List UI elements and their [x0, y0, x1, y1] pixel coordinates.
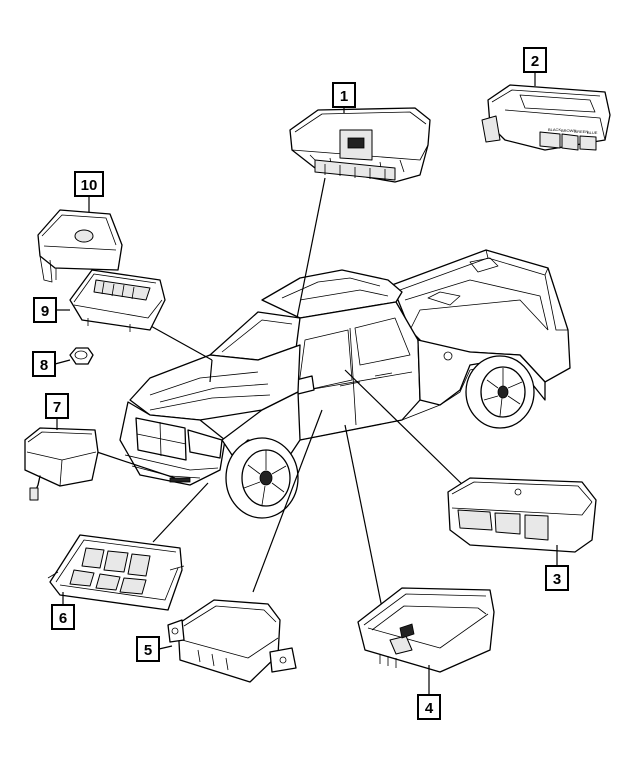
- part-2-module: BLACK BROWN GREEN BLUE: [481, 84, 611, 151]
- connector-label-black: BLACK: [548, 127, 561, 132]
- connector-label-brown: BROWN: [561, 128, 576, 133]
- leader-lines: [96, 177, 469, 609]
- pickup-truck: [119, 249, 571, 519]
- connector-label-green: GREEN: [574, 129, 588, 134]
- svg-text:2: 2: [531, 53, 539, 70]
- connector-label-blue: BLUE: [587, 130, 598, 135]
- callout-1: 1: [332, 82, 356, 108]
- part-7-module: [24, 427, 99, 501]
- part-5-module: [167, 599, 297, 683]
- part-1-module: [289, 107, 431, 183]
- svg-text:4: 4: [425, 700, 434, 717]
- svg-text:8: 8: [40, 357, 48, 374]
- callout-6: 6: [51, 604, 75, 630]
- part-6-module: [47, 534, 185, 611]
- part-4-module: [357, 587, 495, 673]
- part-9-module: [69, 269, 166, 332]
- rear-wheel: [465, 355, 535, 429]
- svg-text:5: 5: [144, 642, 152, 659]
- front-wheel: [225, 437, 299, 519]
- callout-9: 9: [33, 297, 57, 323]
- callout-4: 4: [417, 694, 441, 720]
- callout-2: 2: [523, 47, 547, 73]
- svg-text:10: 10: [81, 177, 98, 194]
- svg-text:9: 9: [41, 303, 49, 320]
- part-3-module: [447, 477, 597, 553]
- part-8-nut: [69, 347, 94, 365]
- svg-text:1: 1: [340, 88, 348, 105]
- callout-7: 7: [45, 393, 69, 419]
- callout-3: 3: [545, 565, 569, 591]
- svg-text:7: 7: [53, 399, 61, 416]
- callout-8: 8: [32, 351, 56, 377]
- callout-stems: [54, 72, 558, 695]
- svg-text:6: 6: [59, 610, 67, 627]
- callout-5: 5: [136, 636, 160, 662]
- callout-10: 10: [74, 171, 104, 197]
- part-10-cover: [37, 209, 123, 283]
- svg-text:3: 3: [553, 571, 561, 588]
